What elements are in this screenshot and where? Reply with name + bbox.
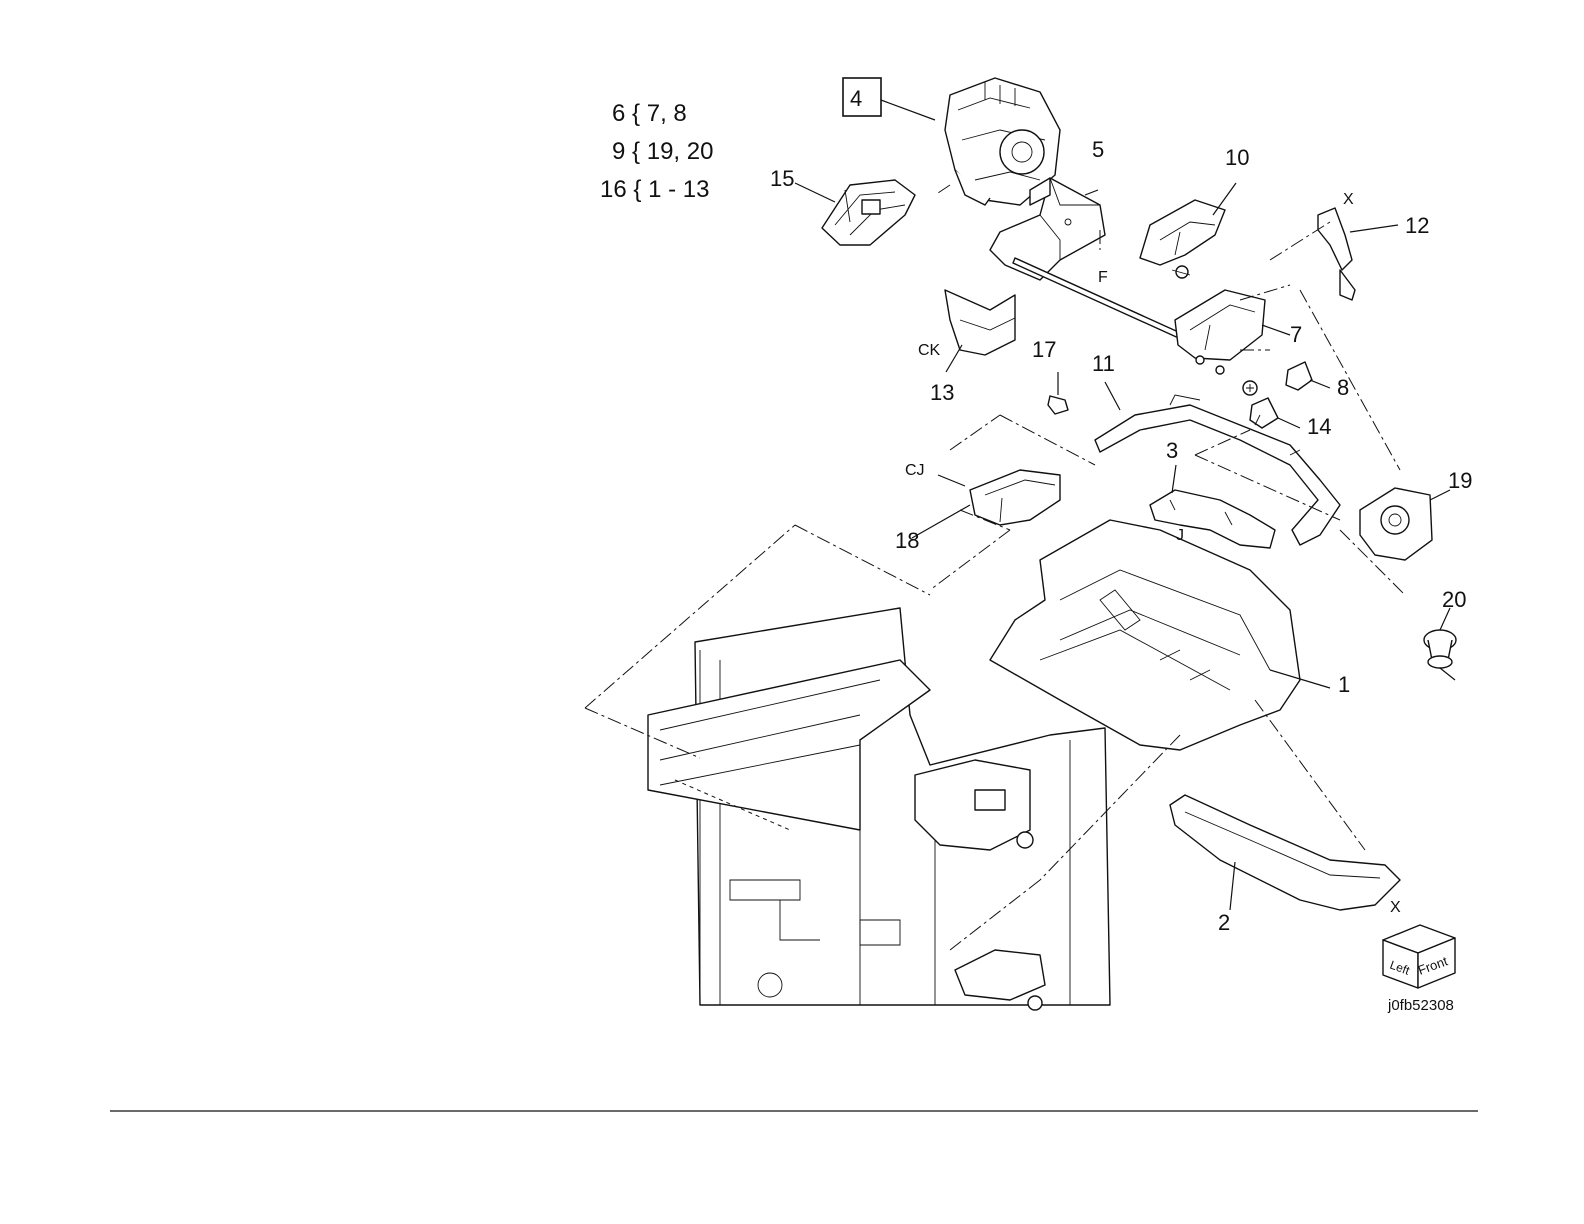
part-15-bracket xyxy=(822,180,915,245)
callout-7: 7 xyxy=(1290,322,1302,347)
part-12-link xyxy=(1318,208,1355,300)
part-20-damper xyxy=(1424,630,1456,680)
legend-parent-9: 9 xyxy=(612,138,625,165)
ref-x-bottom: X xyxy=(1390,899,1401,916)
ref-f: F xyxy=(1098,269,1108,286)
part-2-rail xyxy=(1170,795,1400,910)
callout-18: 18 xyxy=(895,528,919,553)
callout-4: 4 xyxy=(850,86,862,111)
ref-x-top: X xyxy=(1343,191,1354,208)
legend-children-9: 19, 20 xyxy=(647,138,714,165)
callout-19: 19 xyxy=(1448,468,1472,493)
ref-j: J xyxy=(1176,527,1184,544)
legend-parent-6: 6 xyxy=(612,100,625,127)
figure-id: j0fb52308 xyxy=(1387,997,1454,1014)
svg-text:9 { 19, 20: 9 { 19, 20 xyxy=(612,138,713,165)
ref-ck: CK xyxy=(918,342,941,359)
part-13-cover xyxy=(945,290,1015,355)
part-7-bracket xyxy=(1175,290,1265,374)
callout-20: 20 xyxy=(1442,587,1466,612)
callout-11: 11 xyxy=(1092,351,1115,376)
callout-14: 14 xyxy=(1307,414,1331,439)
part-8-sensor xyxy=(1243,362,1312,395)
part-14-clamp xyxy=(1250,398,1278,428)
part-17-clip xyxy=(1048,396,1068,414)
callout-13: 13 xyxy=(930,380,954,405)
orientation-cube: Left Front xyxy=(1383,925,1455,988)
callout-8: 8 xyxy=(1337,375,1349,400)
svg-text:6 { 7, 8: 6 { 7, 8 xyxy=(612,100,687,127)
callout-17: 17 xyxy=(1032,337,1056,362)
part-18-housing xyxy=(970,470,1060,525)
group-legend: 6 { 7, 8 9 { 19, 20 16 { 1 - 13 xyxy=(600,100,713,203)
callout-1: 1 xyxy=(1338,672,1350,697)
part-10-sensor-bracket xyxy=(1140,200,1225,278)
callout-12: 12 xyxy=(1405,213,1429,238)
callout-10: 10 xyxy=(1225,145,1249,170)
part-19-motor xyxy=(1360,488,1432,560)
svg-text:16 { 1 - 13: 16 { 1 - 13 xyxy=(600,176,709,203)
callout-5: 5 xyxy=(1092,137,1104,162)
legend-parent-16: 16 xyxy=(600,176,627,203)
legend-children-6: 7, 8 xyxy=(647,100,687,127)
callout-2: 2 xyxy=(1218,910,1230,935)
legend-children-16: 1 - 13 xyxy=(648,176,709,203)
part-1-tray-frame xyxy=(990,520,1300,750)
callout-15: 15 xyxy=(770,166,794,191)
callout-3: 3 xyxy=(1166,438,1178,463)
ref-cj: CJ xyxy=(905,462,925,479)
